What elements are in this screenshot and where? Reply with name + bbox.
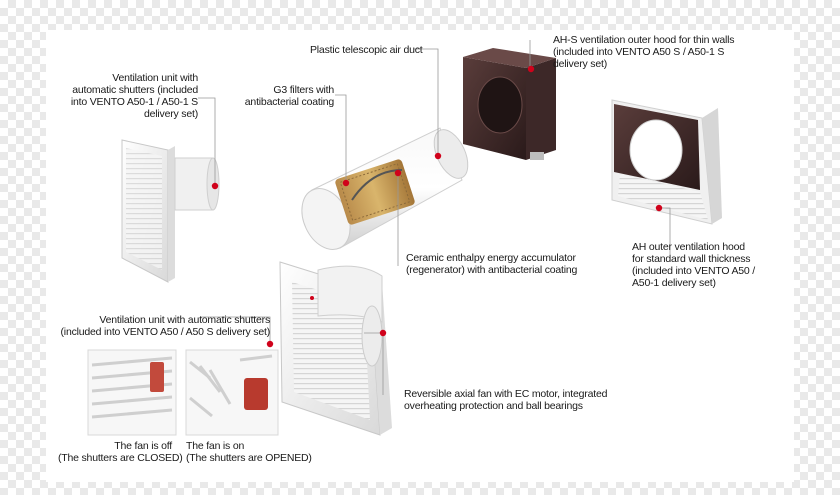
ventilation-unit-top [121,139,220,283]
fan-on-photo [185,349,279,436]
label-ah-s-hood: AH-S ventilation outer hood for thin wal… [553,34,735,70]
label-axial-fan: Reversible axial fan with EC motor, inte… [404,388,608,412]
ventilation-unit-center [279,261,392,436]
label-g3-filters: G3 filters with antibacterial coating [244,84,334,108]
leader-lines [198,40,671,395]
marker-dots [211,65,663,348]
label-air-duct: Plastic telescopic air duct [310,44,423,56]
air-duct-assembly [301,127,469,250]
label-fan-on: The fan is on (The shutters are OPENED) [186,440,312,464]
ah-outer-hood [611,99,722,225]
label-fan-off: The fan is off (The shutters are CLOSED) [58,440,183,464]
fan-off-photo [87,349,177,436]
label-vent-unit-top: Ventilation unit with automatic shutters… [70,72,198,120]
label-ah-hood: AH outer ventilation hood for standard w… [632,241,756,289]
ah-s-outer-hood [463,48,556,160]
label-ceramic-accumulator: Ceramic enthalpy energy accumulator (reg… [406,252,578,276]
label-vent-unit-bottom: Ventilation unit with automatic shutters… [60,314,271,338]
